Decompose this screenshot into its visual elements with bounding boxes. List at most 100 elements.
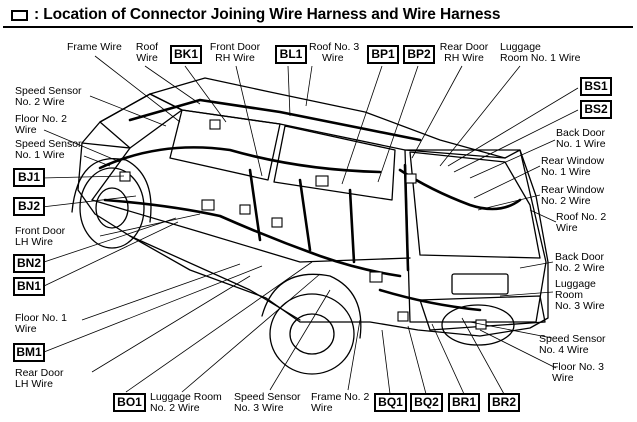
leader-line [287,65,291,117]
leader-line [89,95,167,127]
connector-code-bn2: BN2 [13,254,45,273]
leader-line [453,109,579,173]
leader-line [184,65,227,123]
leader-line [81,263,241,321]
connector-marker [209,119,221,130]
leader-line [41,195,137,208]
rocker-line [129,235,301,321]
connector-marker [119,171,131,182]
leader-line [461,317,505,395]
title-square-icon [11,10,28,21]
leader-line [479,329,557,369]
leader-line [43,221,179,287]
connector-code-bq2: BQ2 [410,393,443,412]
page-title: : Location of Connector Joining Wire Har… [34,6,501,23]
leader-line [41,175,125,179]
leader-line [477,194,541,211]
connector-code-bs2: BS2 [580,100,612,119]
rear-bumper [419,295,546,331]
leader-line [341,65,383,185]
leader-line [235,65,263,177]
leader-line [43,217,177,263]
leader-line [447,87,579,167]
leader-line [519,261,554,269]
leader-line [91,275,251,373]
leader-line [43,129,121,163]
leader-line [407,325,427,395]
rear-window-glass [409,151,541,259]
rear-lower-harness [378,288,482,312]
pillar-harness [248,163,410,272]
spare-wheel [441,304,515,346]
leader-line [269,289,331,391]
connector-marker [369,271,383,283]
leader-line [473,165,541,199]
connector-marker [239,204,251,215]
license-plate [451,273,509,295]
rear-harness [398,168,522,211]
frame-harness [98,146,382,174]
leader-line [83,155,111,167]
floor-harness [103,198,402,278]
leader-line [347,319,361,391]
connector-marker [315,175,329,187]
hood-line [81,142,131,201]
connector-code-bk1: BK1 [170,45,202,64]
front-wheel-arch [71,158,152,223]
connector-marker [201,199,215,211]
connector-code-bj1: BJ1 [13,168,45,187]
leader-line [99,213,201,237]
connector-marker [405,173,417,184]
leader-line [305,65,313,107]
title-underline [3,26,633,28]
leader-line [469,321,553,339]
connector-code-bs1: BS1 [580,77,612,96]
connector-marker [397,311,409,322]
connector-code-br2: BR2 [488,393,520,412]
leader-line [431,323,465,395]
connector-code-br1: BR1 [448,393,480,412]
connector-code-bj2: BJ2 [13,197,45,216]
connector-code-bq1: BQ1 [374,393,407,412]
rear-wheel [269,293,355,375]
leader-line [125,261,313,393]
leader-line [499,291,554,297]
leader-line [469,139,556,179]
title-bar: : Location of Connector Joining Wire Har… [3,5,633,28]
roof-harness [128,98,422,142]
front-wheel [79,167,145,249]
leader-line [43,265,263,353]
rear-wheel-arch [261,273,362,339]
front-wheel-hub [95,187,129,229]
leader-line [377,65,419,183]
rear-side-window [273,125,396,201]
leader-line [439,65,521,167]
connector-code-bp2: BP2 [403,45,435,64]
leader-line [529,209,557,223]
leader-line [181,273,321,393]
connector-code-bn1: BN1 [13,277,45,296]
connector-marker [271,217,283,228]
label-frame-wire: Frame Wire [67,41,122,53]
connector-code-bo1: BO1 [113,393,146,412]
connector-code-bl1: BL1 [275,45,307,64]
